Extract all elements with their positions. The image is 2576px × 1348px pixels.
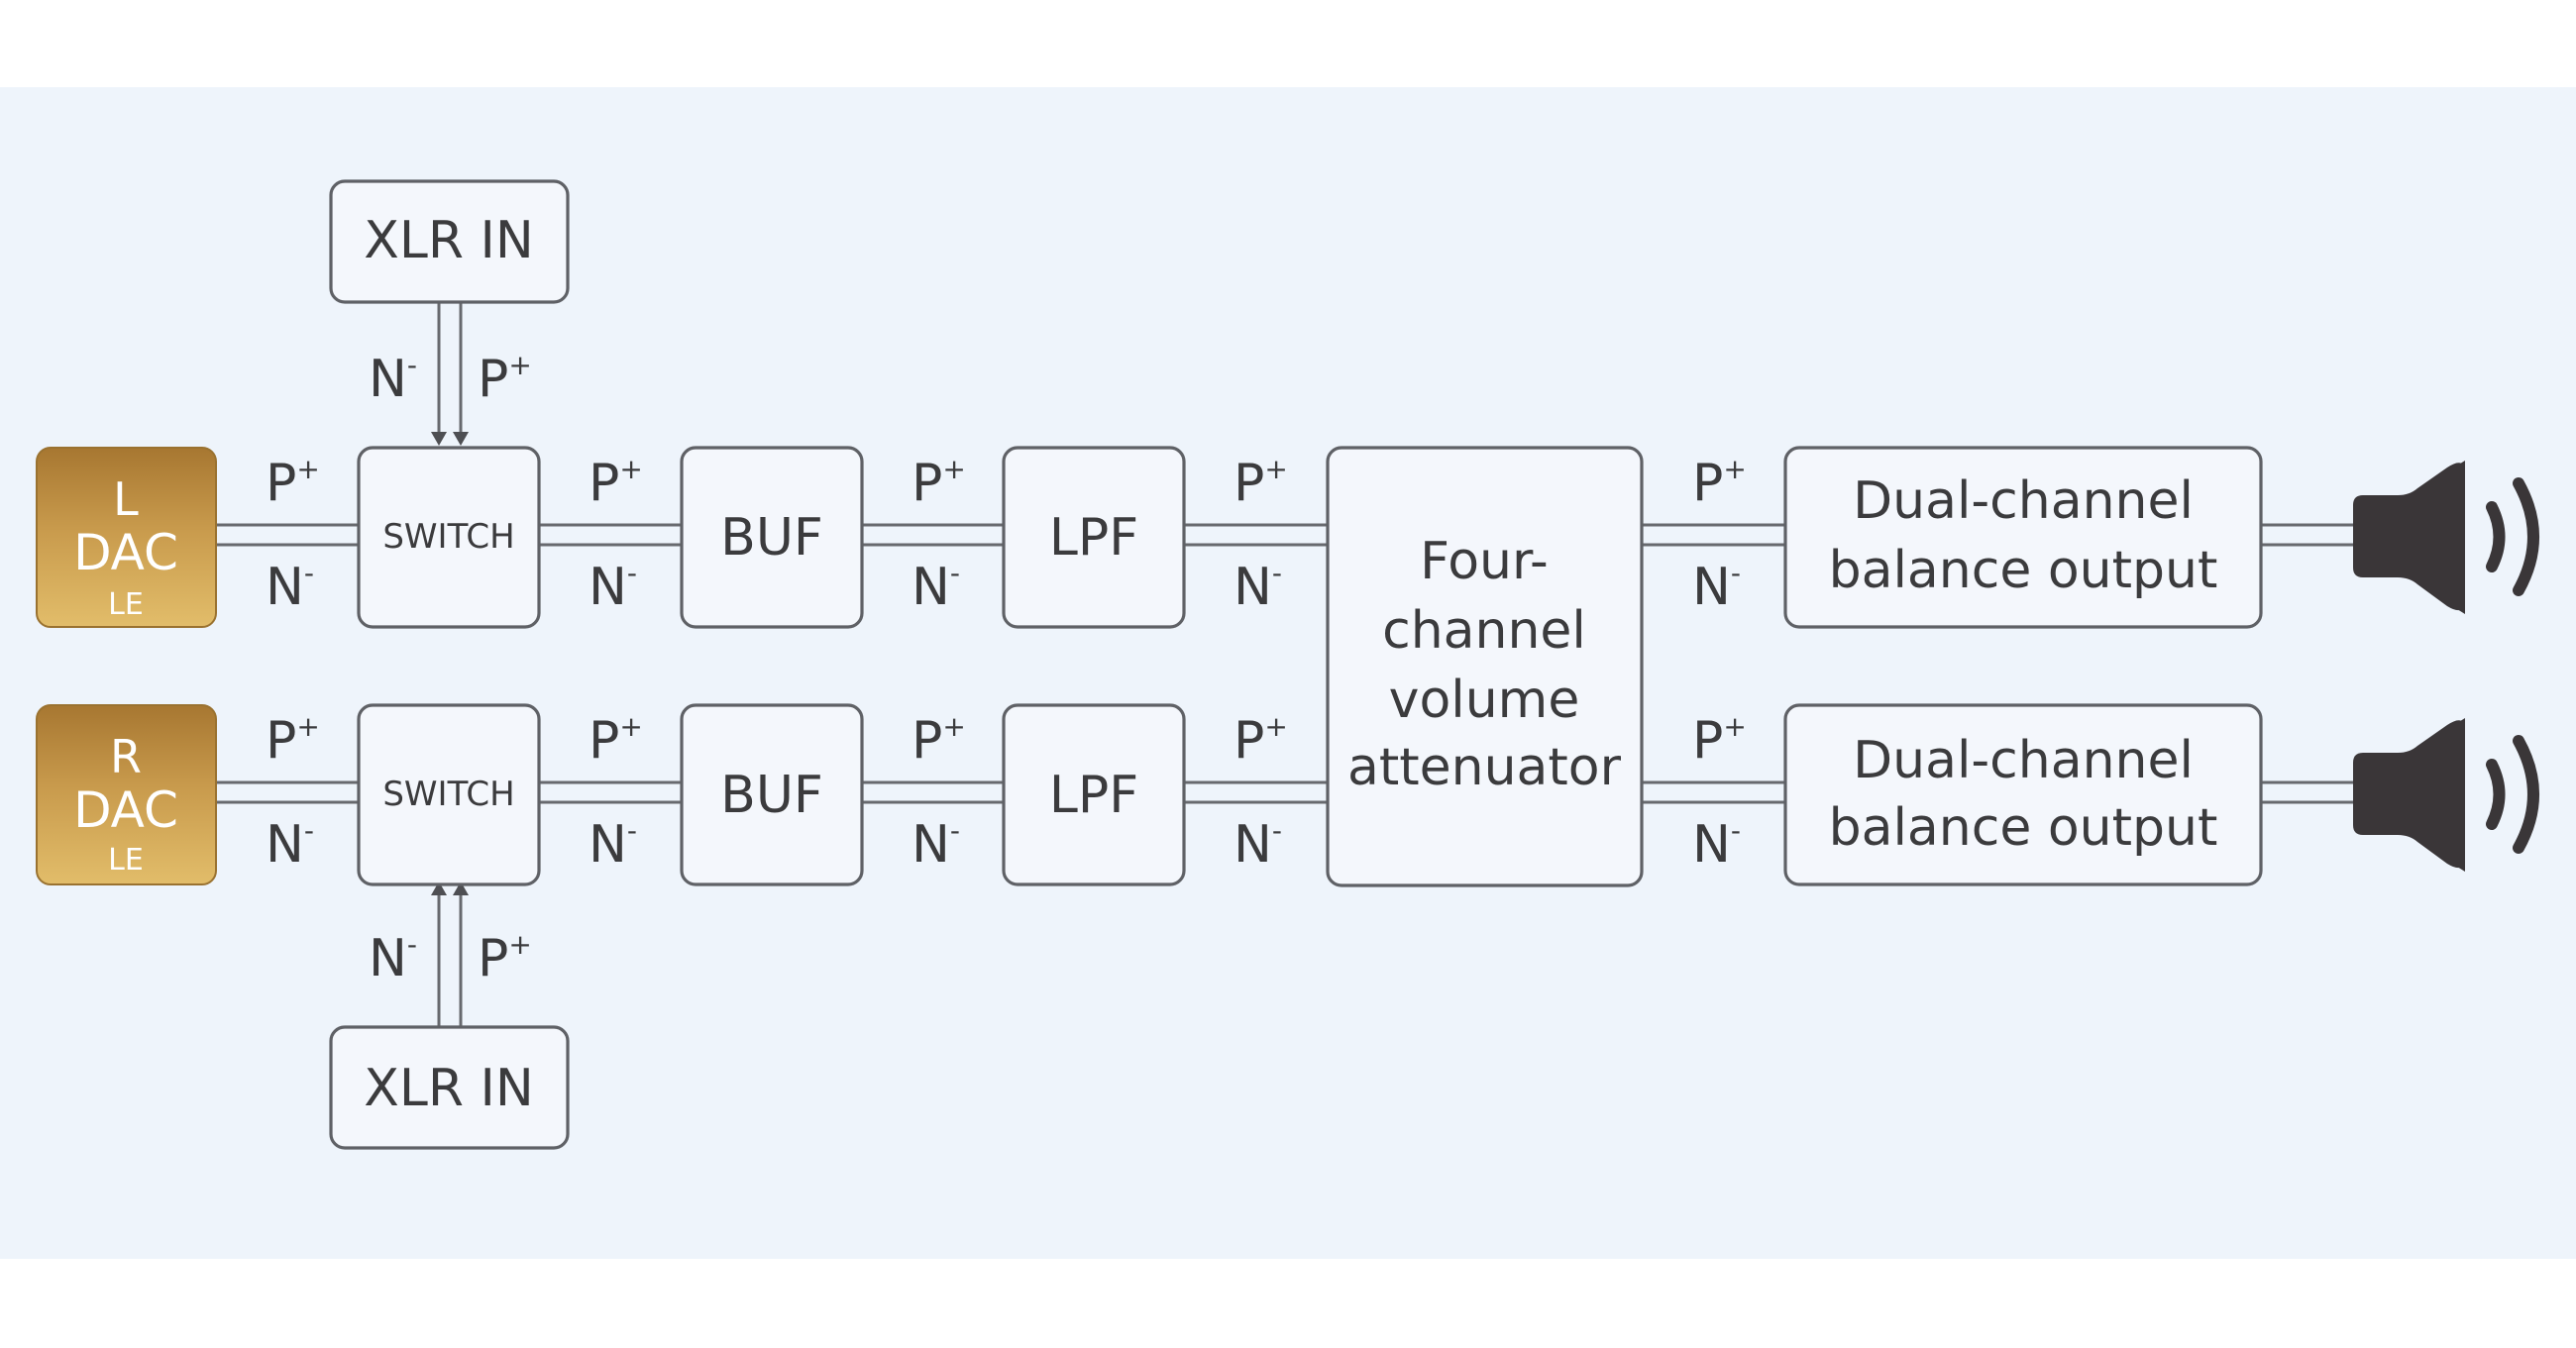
pin-n-label: N- [1234,814,1282,875]
pin-p-label: P+ [589,710,643,771]
pin-n-label: N- [589,814,637,875]
dac-left-block: L DAC LE [36,447,217,628]
speaker-left-icon [2353,461,2539,614]
pin-p-label: P+ [912,710,966,771]
pin-labels: N- P+ N- P+ P+ N- P+ N- P+ N- P+ N- P+ N… [266,349,1747,988]
signal-wires [216,302,2363,1027]
buf-right-box: BUF [680,703,864,886]
pin-n-label: N- [1692,557,1741,617]
pin-n-label: N- [1234,557,1282,617]
dac-right-line1: R [110,730,142,783]
pin-p-label: P+ [1692,453,1747,513]
pin-n-label: N- [266,814,314,875]
dac-right-line2: DAC [73,781,178,839]
switch-right-label: SWITCH [382,775,514,814]
switch-left-label: SWITCH [382,517,514,557]
switch-right-box: SWITCH [357,703,541,886]
dac-right-line3: LE [108,843,144,878]
speaker-right-icon [2353,718,2539,872]
buf-right-label: BUF [720,766,823,825]
output-right-line1: Dual-channel [1853,731,2194,790]
output-right-line2: balance output [1829,798,2218,858]
buf-left-label: BUF [720,508,823,568]
dac-right-block: R DAC LE [36,704,217,885]
pin-n-label: N- [912,557,960,617]
pin-p-label: P+ [266,453,320,513]
pin-p-label: P+ [478,349,532,409]
lpf-right-box: LPF [1002,703,1186,886]
pin-p-label: P+ [1234,710,1288,771]
pin-n-label: N- [912,814,960,875]
pin-p-label: P+ [1692,710,1747,771]
xlr-in-top-label: XLR IN [364,211,534,270]
output-left-box: Dual-channel balance output [1783,446,2263,629]
pin-p-label: P+ [912,453,966,513]
dac-left-line2: DAC [73,524,178,581]
pin-n-label: N- [589,557,637,617]
lpf-right-label: LPF [1049,766,1138,825]
buf-left-box: BUF [680,446,864,629]
dac-left-line1: L [113,472,139,526]
pin-p-label: P+ [589,453,643,513]
xlr-in-bottom-box: XLR IN [329,1025,570,1150]
pin-p-label: P+ [266,710,320,771]
output-right-box: Dual-channel balance output [1783,703,2263,886]
output-left-line2: balance output [1829,541,2218,600]
lpf-left-box: LPF [1002,446,1186,629]
pin-n-label: N- [266,557,314,617]
pin-p-label: P+ [1234,453,1288,513]
lpf-left-label: LPF [1049,508,1138,568]
pin-n-label: N- [369,928,417,988]
switch-left-box: SWITCH [357,446,541,629]
pin-n-label: N- [369,349,417,409]
dac-left-line3: LE [108,587,144,622]
output-left-line1: Dual-channel [1853,471,2194,531]
pin-p-label: P+ [478,928,532,988]
attenuator-line2: channel [1382,601,1586,661]
attenuator-line3: volume [1389,671,1580,730]
attenuator-line1: Four- [1420,532,1549,591]
xlr-in-bottom-label: XLR IN [364,1059,534,1118]
pin-n-label: N- [1692,814,1741,875]
attenuator-line4: attenuator [1347,738,1622,797]
volume-attenuator-box: Four- channel volume attenuator [1326,446,1644,887]
xlr-in-top-box: XLR IN [329,179,570,304]
